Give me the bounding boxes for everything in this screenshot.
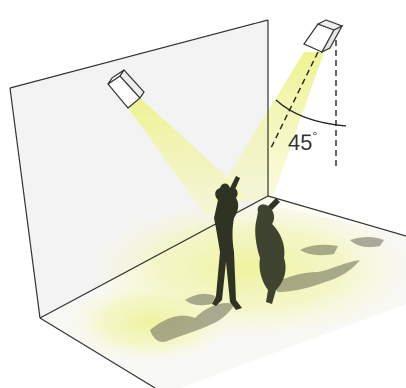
angle-value: 45 bbox=[288, 130, 312, 155]
angle-unit: ° bbox=[312, 129, 317, 143]
angle-label: 45° bbox=[288, 129, 317, 155]
spotlight-fixture-icon bbox=[304, 20, 342, 52]
